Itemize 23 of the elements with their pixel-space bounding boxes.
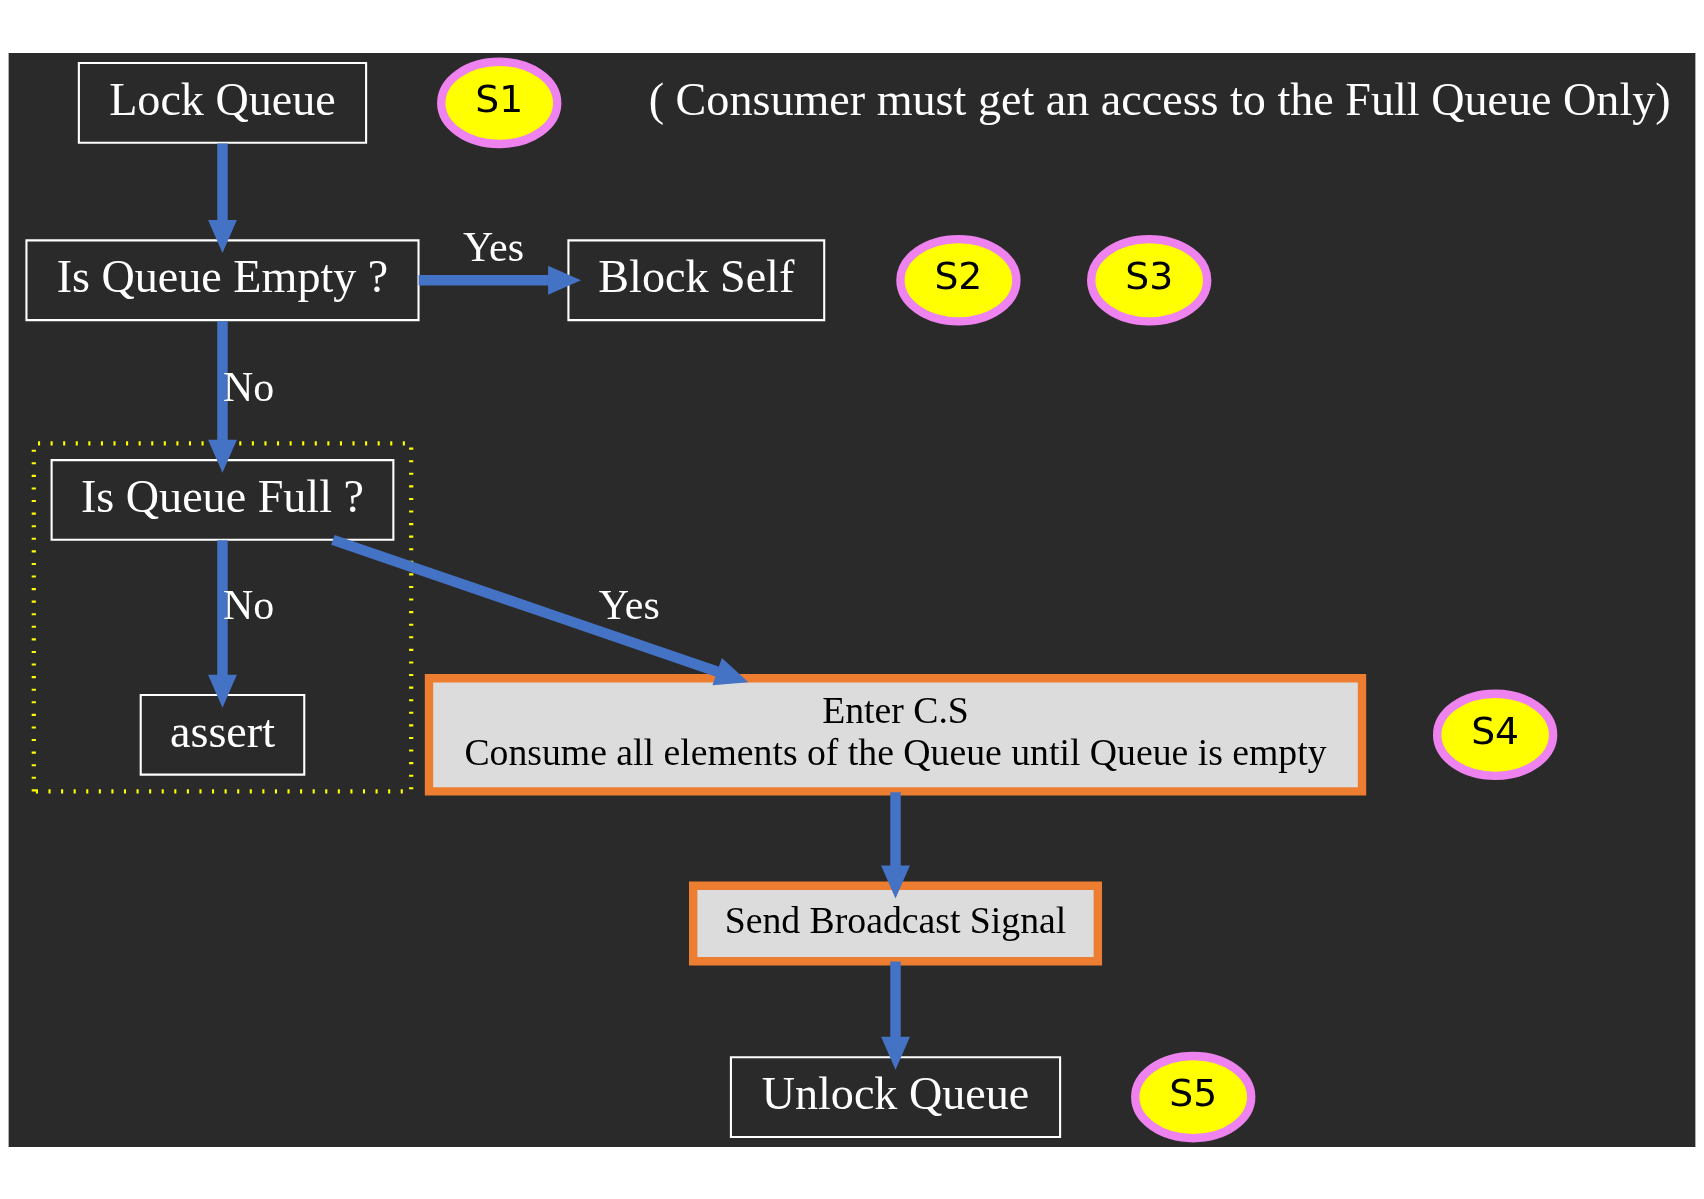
arrow (208, 142, 237, 253)
node-ellipse: S2 (896, 234, 1021, 326)
node-box: Is Queue Full ? (50, 458, 395, 541)
node-box: Is Queue Empty ? (25, 238, 420, 321)
label: ( Consumer must get an access to the Full Queue Only) (648, 73, 1671, 125)
node-box: Enter C.S Consume all elements of the Queue until Queue is empty (424, 673, 1367, 796)
node-box: assert (139, 693, 306, 776)
arrow (881, 791, 910, 898)
node-box: Lock Queue (77, 61, 368, 144)
node-ellipse: S5 (1131, 1051, 1256, 1142)
arrow (208, 320, 237, 473)
edge-label: Yes (462, 223, 524, 270)
arrow (208, 539, 237, 708)
node-ellipse: S3 (1087, 234, 1212, 326)
edge-label: Yes (598, 581, 660, 628)
node-box: Block Self (567, 238, 826, 321)
node-ellipse: S1 (437, 57, 562, 148)
arrow (418, 265, 582, 295)
node-ellipse: S4 (1432, 689, 1558, 780)
arrow (881, 961, 910, 1070)
node-box: Unlock Queue (729, 1055, 1062, 1138)
node-box: Send Broadcast Signal (689, 881, 1103, 965)
arrow (331, 534, 749, 685)
